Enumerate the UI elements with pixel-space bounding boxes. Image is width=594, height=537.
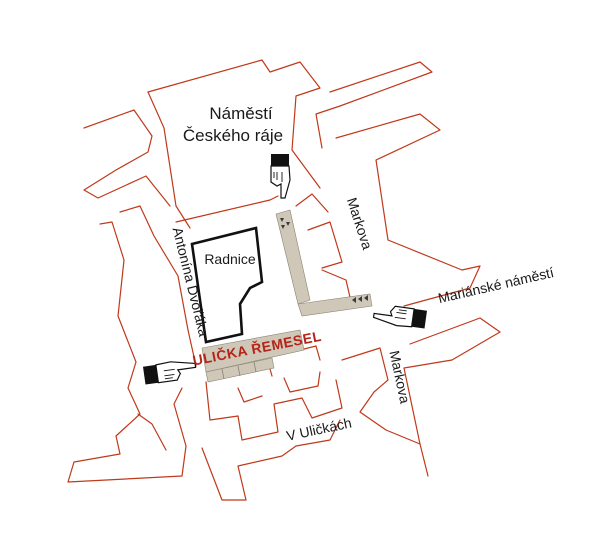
markova-lower-outline [403, 317, 501, 477]
street-label-markova-south: Markova [386, 349, 413, 405]
street-label-markova-north: Markova [344, 195, 376, 251]
lane-south-details [237, 345, 321, 403]
block-northwest [83, 109, 171, 207]
pointing-hand-icon [270, 154, 291, 199]
lane-main [201, 329, 305, 373]
triangle-arrow-icon [352, 295, 368, 303]
south-street-bottom [201, 419, 341, 501]
lane-vertical [275, 209, 311, 305]
square-north-left [147, 91, 191, 229]
square-label-line2: Českého ráje [183, 126, 283, 145]
pointing-hand-icon [372, 305, 427, 329]
square-label-marianske: Mariánské náměstí [436, 264, 555, 306]
east-road-bottom [341, 347, 421, 445]
lane-divider-3 [253, 361, 257, 373]
triangle-arrow-icon [280, 218, 290, 229]
town-hall-outline [190, 226, 264, 344]
west-street-outline [119, 205, 197, 367]
craft-lane [201, 209, 373, 383]
street-label-antonina-dvoraka: Antonína Dvořáka [170, 225, 213, 338]
town-hall-label: Radnice [204, 251, 256, 267]
lane-divider-1 [221, 368, 225, 380]
square-label-line1: Náměstí [209, 104, 273, 123]
townhall-block-outline [175, 195, 279, 223]
south-block-outline [205, 379, 343, 441]
west-street-outer [67, 221, 187, 483]
street-outlines [67, 59, 501, 501]
north-road-right [315, 61, 433, 149]
south-west-block [137, 413, 167, 451]
markova-east-outline [335, 113, 481, 307]
lane-divider-2 [237, 365, 241, 377]
square-north-frame [147, 59, 321, 189]
pointing-hand-icon [143, 361, 197, 385]
street-label-v-ulickach: V Uličkách [285, 414, 353, 443]
